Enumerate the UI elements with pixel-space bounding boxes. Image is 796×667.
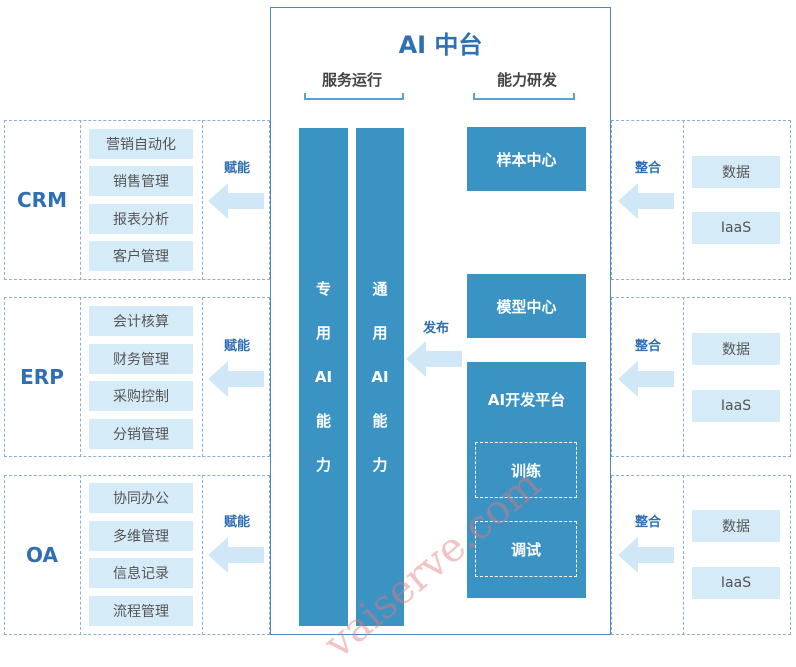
divider (202, 475, 203, 635)
system-name: OA (26, 543, 58, 567)
vertical-char: 力 (372, 456, 388, 474)
iaas-source[interactable]: IaaS (692, 212, 780, 244)
divider (683, 120, 684, 280)
module-item[interactable]: 协同办公 (89, 483, 193, 513)
row-border (4, 475, 270, 635)
sample-center[interactable]: 样本中心 (467, 127, 586, 191)
data-source[interactable]: 数据 (692, 333, 780, 365)
left-arrow-icon (406, 341, 464, 377)
module-item[interactable]: 分销管理 (89, 419, 193, 449)
empower-label: 赋能 (223, 514, 250, 530)
divider (80, 120, 81, 280)
module-item[interactable]: 财务管理 (89, 344, 193, 374)
train-module[interactable]: 训练 (475, 442, 577, 498)
module-item[interactable]: 会计核算 (89, 306, 193, 336)
capability-heading: 能力研发 (496, 70, 557, 89)
ai-dev-platform[interactable] (467, 362, 586, 598)
integrate-label: 整合 (634, 514, 661, 530)
service-heading: 服务运行 (321, 70, 382, 89)
integrate-label: 整合 (634, 338, 661, 354)
left-arrow-icon (618, 537, 676, 573)
row-border (611, 297, 791, 457)
general-ai-capability[interactable]: 通 用 AI 能 力 (356, 128, 404, 626)
empower-label: 赋能 (223, 338, 250, 354)
divider (202, 120, 203, 280)
left-arrow-icon (618, 183, 676, 219)
row-border (4, 120, 270, 280)
left-arrow-icon (208, 361, 266, 397)
dev-platform-title: AI开发平台 (487, 390, 566, 409)
hub-title: AI 中台 (398, 30, 483, 59)
left-arrow-icon (208, 537, 266, 573)
module-item[interactable]: 流程管理 (89, 596, 193, 626)
row-border (611, 475, 791, 635)
model-center[interactable]: 模型中心 (467, 274, 586, 338)
vertical-char: AI (371, 368, 389, 386)
module-item[interactable]: 报表分析 (89, 204, 193, 234)
empower-label: 赋能 (223, 160, 250, 176)
row-border (4, 297, 270, 457)
vertical-char: 用 (372, 324, 388, 342)
left-arrow-icon (208, 183, 266, 219)
module-item[interactable]: 采购控制 (89, 381, 193, 411)
integrate-label: 整合 (634, 160, 661, 176)
module-item[interactable]: 营销自动化 (89, 129, 193, 159)
module-item[interactable]: 客户管理 (89, 241, 193, 271)
module-item[interactable]: 销售管理 (89, 166, 193, 196)
left-arrow-icon (618, 361, 676, 397)
divider (683, 297, 684, 457)
data-source[interactable]: 数据 (692, 510, 780, 542)
system-name: ERP (20, 365, 64, 389)
module-item[interactable]: 信息记录 (89, 558, 193, 588)
divider (202, 297, 203, 457)
vertical-char: 力 (315, 456, 331, 474)
vertical-char: 能 (315, 412, 331, 430)
debug-module[interactable]: 调试 (475, 521, 577, 577)
module-item[interactable]: 多维管理 (89, 521, 193, 551)
bracket (473, 93, 575, 100)
row-border (611, 120, 791, 280)
vertical-char: 专 (315, 280, 331, 298)
divider (80, 475, 81, 635)
data-source[interactable]: 数据 (692, 156, 780, 188)
iaas-source[interactable]: IaaS (692, 567, 780, 599)
bracket (304, 93, 404, 100)
vertical-char: AI (314, 368, 333, 386)
dedicated-ai-capability[interactable]: 专 用 AI 能 力 (299, 128, 348, 626)
vertical-char: 通 (372, 280, 388, 298)
vertical-char: 用 (315, 324, 331, 342)
iaas-source[interactable]: IaaS (692, 390, 780, 422)
system-name: CRM (17, 188, 67, 212)
vertical-char: 能 (372, 412, 388, 430)
divider (80, 297, 81, 457)
publish-label: 发布 (422, 320, 449, 336)
divider (683, 475, 684, 635)
